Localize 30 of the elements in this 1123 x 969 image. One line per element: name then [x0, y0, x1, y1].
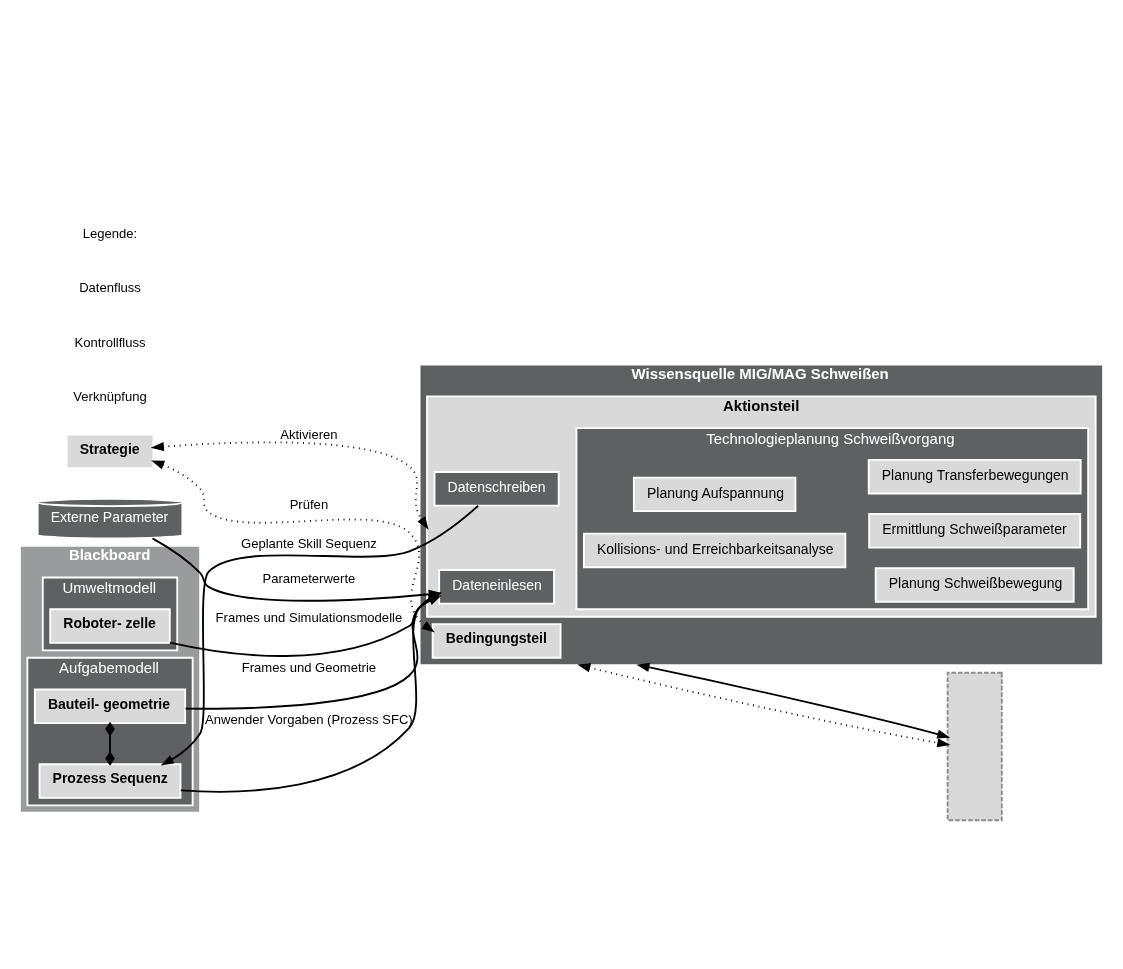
- label: Legende:: [82, 225, 138, 241]
- arrow: [150, 440, 429, 530]
- edge-label: Prüfen: [289, 496, 329, 512]
- edge-label: Frames und Geometrie: [241, 659, 377, 675]
- arrow: [151, 459, 435, 632]
- node-box: Bedingungsteil: [431, 622, 562, 659]
- legend-label: Kontrollfluss: [74, 334, 146, 350]
- node-box: Planung Aufspannung: [632, 476, 797, 512]
- node-box: Ermittlung Schweißparameter: [868, 512, 1082, 549]
- edge-label: Parameterwerte: [262, 570, 356, 586]
- edge-label: Aktivieren: [280, 426, 338, 442]
- node-box: Dateneinlesen: [438, 568, 555, 605]
- connector: [105, 721, 115, 766]
- node-box: Prozess Sequenz: [38, 762, 182, 799]
- edge-label: Geplante Skill Sequenz: [241, 535, 377, 551]
- node-box: Bauteil- geometrie: [33, 688, 187, 724]
- arrow: [636, 662, 951, 739]
- node-box: Planung Schweißbewegung: [874, 566, 1075, 603]
- node-box: Planung Transferbewegungen: [867, 458, 1082, 494]
- edge-label: Frames und Simulationsmodelle: [215, 609, 403, 625]
- node-box: Datenschreiben: [433, 470, 560, 506]
- legend-label: Verknüpfung: [73, 388, 147, 404]
- node-box: Kollisions- und Erreichbarkeitsanalyse: [582, 532, 847, 568]
- arrow: [577, 662, 951, 747]
- legend-label: Datenfluss: [79, 279, 141, 295]
- edge-label: Anwender Vorgaben (Prozess SFC): [205, 711, 413, 727]
- node-box: Strategie: [65, 433, 155, 469]
- node-box: Roboter- zelle: [49, 607, 171, 644]
- arrow: [160, 504, 480, 766]
- node-box: [946, 671, 1003, 821]
